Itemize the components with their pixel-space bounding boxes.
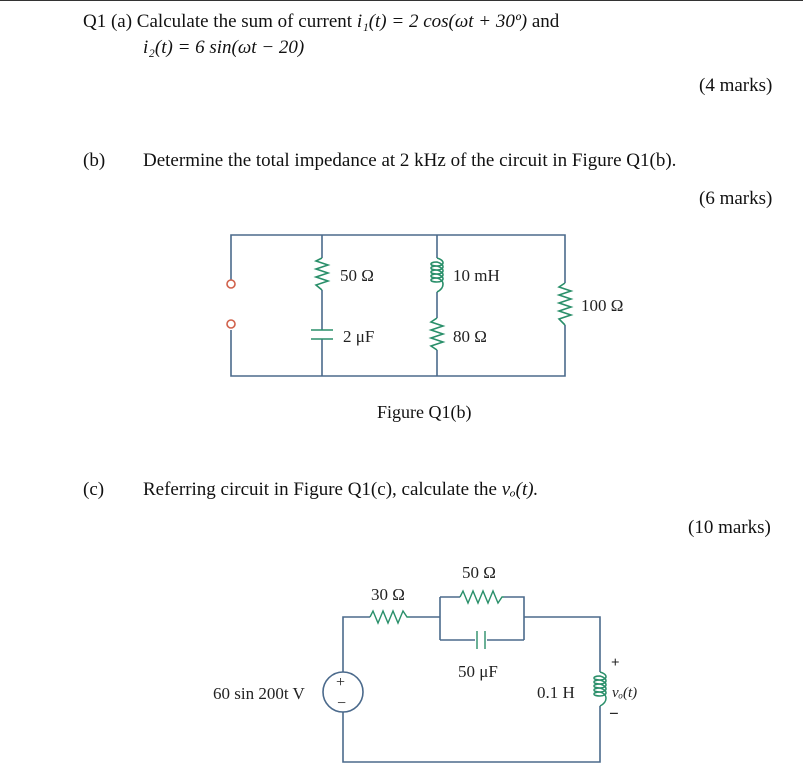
q1c-left-top-wire: [342, 616, 440, 672]
q1c-vo-plus: +: [611, 655, 620, 671]
q1b-terminal-bottom: [226, 319, 236, 329]
q1c-voltage-source: [322, 671, 364, 713]
q1c-label-30ohm: 30 Ω: [371, 585, 405, 604]
q1b-resistor-50: [313, 257, 331, 291]
q1b-top-wire: [230, 234, 566, 283]
q1b-inductor-10mH: [430, 257, 444, 293]
q1b-figure-caption: Figure Q1(b): [377, 402, 472, 422]
q1a-and: and: [527, 11, 560, 32]
q1b-resistor-100: [556, 282, 574, 326]
top-rule: [0, 0, 803, 1]
q1b-bottom-wire: [230, 325, 566, 377]
q1b-terminal-top: [226, 279, 236, 289]
q1b-label: (b): [83, 150, 106, 171]
q1b-resistor-80: [428, 317, 446, 351]
q1c-label-0.1H: 0.1 H: [537, 683, 575, 702]
q1b-label-10mH: 10 mH: [453, 266, 500, 285]
q1a-marks: (4 marks): [699, 75, 773, 96]
q1b-marks: (6 marks): [699, 188, 773, 209]
q1c-vo-minus: −: [609, 704, 619, 723]
q1b-label-50ohm: 50 Ω: [340, 266, 374, 285]
q1b-label-100ohm: 100 Ω: [581, 296, 623, 315]
q1c-inductor-0.1H: [593, 671, 607, 707]
q1c-parallel-wires: [439, 596, 525, 641]
q1c-vo-symbol: vₒ(t).: [501, 479, 539, 500]
q1c-resistor-50: [459, 589, 504, 605]
q1c-question-text: Referring circuit in Figure Q1(c), calcu…: [143, 479, 502, 500]
q1c-right-bottom-wire: [342, 616, 601, 763]
q1c-label: (c): [83, 479, 105, 500]
q1b-capacitor-2uF: [311, 329, 333, 340]
q1c-source-plus: +: [336, 674, 345, 691]
q1b-label-2uF: 2 μF: [343, 327, 374, 346]
q1c-capacitor-50uF: [476, 631, 486, 649]
q1a-prefix: Q1 (a) Calculate the sum of current: [83, 11, 357, 32]
q1c-label-50uF: 50 μF: [458, 662, 498, 681]
q1a-i1-expression: i₁(t) = 2 cos(ωt + 30º): [356, 11, 528, 32]
q1c-marks: (10 marks): [688, 517, 771, 538]
q1a-line: Q1 (a) Calculate the sum of current i₁(t…: [83, 12, 559, 31]
q1c-source-minus: −: [337, 695, 346, 712]
q1a-i2-expression: i₂(t) = 6 sin(ωt − 20): [143, 37, 305, 58]
q1b-label-80ohm: 80 Ω: [453, 327, 487, 346]
q1c-resistor-30: [369, 609, 410, 625]
q1c-label-source: 60 sin 200t V: [213, 684, 306, 703]
q1b-question: Determine the total impedance at 2 kHz o…: [143, 150, 677, 171]
q1c-question: Referring circuit in Figure Q1(c), calcu…: [143, 480, 538, 499]
q1c-vo-label: vₒ(t): [612, 685, 637, 701]
q1c-label-50ohm: 50 Ω: [462, 563, 496, 582]
